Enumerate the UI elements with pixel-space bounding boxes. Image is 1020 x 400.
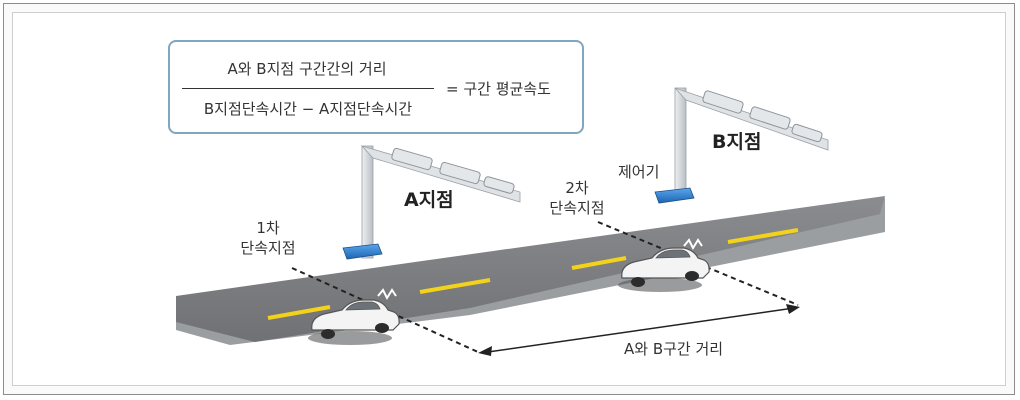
formula-denominator: B지점단속시간 − A지점단속시간 [203,100,413,118]
camera-gantry-a [342,145,521,260]
point-a-label: A지점 [404,189,454,211]
controller-label: 제어기 [618,163,660,181]
signal-wave-icon [377,288,397,301]
formula-numerator: A와 B지점 구간간의 거리 [227,60,387,78]
fraction-bar [182,88,434,89]
camera-gantry-b [654,87,829,204]
point-b-label: B지점 [712,131,762,153]
first-label-line2: 단속지점 [240,239,296,257]
lane-marking [571,256,627,270]
second-enforcement-label: 2차 단속지점 [542,178,612,218]
first-enforcement-label: 1차 단속지점 [238,218,298,258]
lane-marking [419,278,491,294]
controller-box [654,187,695,204]
second-label-line2: 단속지점 [549,199,605,217]
signal-wave-icon [683,238,703,251]
distance-arrow [478,304,800,356]
controller-box [342,243,383,260]
formula-box: A와 B지점 구간간의 거리 B지점단속시간 − A지점단속시간 = 구간 평균… [168,40,584,134]
formula-result: = 구간 평균속도 [446,80,551,98]
first-label-line1: 1차 [256,219,280,237]
distance-label: A와 B구간 거리 [624,340,724,358]
car-icon [308,299,400,345]
lane-markings [267,228,799,320]
second-label-line1: 2차 [565,179,589,197]
lane-marking [267,305,331,320]
car-icon [618,247,710,292]
lane-marking [727,228,799,244]
